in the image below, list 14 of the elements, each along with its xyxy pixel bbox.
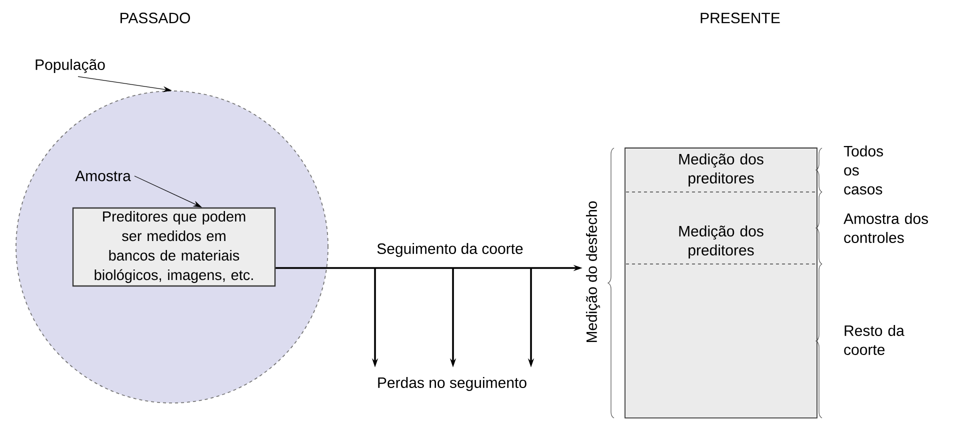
- callout-text: Amostra: [75, 170, 131, 182]
- section-text: Medição dos preditores: [679, 154, 764, 186]
- process-box: Preditores que podem ser medidos em bancos de materiais biológicos, imagens, etc.: [72, 207, 276, 287]
- bracket-label: Resto da coorte: [844, 324, 904, 355]
- period-heading: PRESENTE: [700, 12, 780, 24]
- bracket-label: Todos os casos: [844, 145, 883, 194]
- callout-text: População: [36, 58, 105, 74]
- section-text: Medição dos preditores: [679, 226, 764, 258]
- vertical-label: Medição do desfecho: [586, 201, 600, 342]
- cohort-column: [624, 148, 818, 418]
- bracket-label: Amostra dos controles: [844, 212, 928, 243]
- edge-label: Seguimento da coorte: [377, 243, 523, 257]
- outcome-label: Perdas no seguimento: [378, 377, 526, 391]
- period-heading: PASSADO: [120, 12, 190, 24]
